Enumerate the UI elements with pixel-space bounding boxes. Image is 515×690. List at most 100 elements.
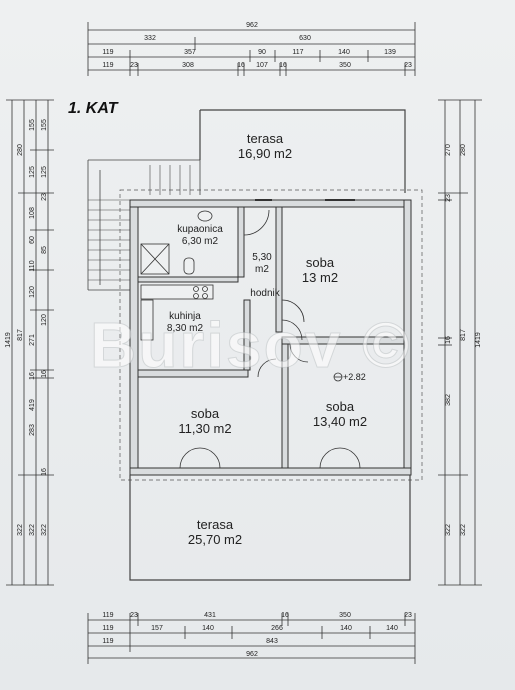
dim-left-inner-0: 155 [29, 119, 36, 131]
dim-bot-2-5: 140 [386, 625, 398, 632]
terrace-bottom-outline [129, 475, 411, 581]
left-dimension-lines [6, 99, 54, 586]
dim-top-4-2: 308 [182, 62, 194, 69]
left-dimension-labels: 1419 280 817 322 155 125 108 60 110 120 … [5, 119, 48, 536]
dim-bot-3-1: 843 [266, 638, 278, 645]
dim-top-4-1: 23 [130, 62, 138, 69]
room-terasa-top-area: 16,90 m2 [237, 145, 293, 161]
dim-bot-1-0: 119 [102, 612, 113, 619]
room-terasa-top-name: terasa [246, 131, 284, 146]
dim-left-inner-10: 322 [29, 524, 36, 536]
dim-left-inner-1: 125 [29, 166, 36, 178]
dim-right-inner-0: 270 [445, 144, 452, 156]
dim-top-4-0: 119 [102, 62, 113, 69]
dim-bot-1-1: 23 [130, 612, 138, 619]
dim-right-mid-0: 280 [460, 144, 467, 156]
room-soba-sw-area: 11,30 m2 [178, 420, 232, 436]
doors [179, 199, 361, 469]
dim-left-inner-8: 419 [29, 399, 36, 411]
dim-top-3-3: 117 [292, 49, 303, 56]
dimension-labels: 962 332 630 119 357 90 117 140 139 119 2… [102, 22, 412, 658]
fixtures [140, 210, 214, 341]
room-kupaonica-name: kupaonica [177, 224, 223, 235]
dim-top-4-4: 107 [256, 62, 268, 69]
dim-bot-2-2: 140 [202, 625, 214, 632]
dim-left-edge-2: 23 [41, 193, 48, 201]
dim-left-edge-6: 16 [41, 468, 48, 476]
right-dimension-lines [438, 99, 482, 586]
dim-right-outer: 1419 [475, 332, 482, 348]
dim-left-inner-9: 283 [29, 424, 36, 436]
right-dimension-labels: 1419 280 817 322 270 23 382 16 322 [445, 144, 482, 536]
room-hodnik-area-block: 5,30 m2 [246, 252, 278, 275]
room-hodnik-name: hodnik [250, 288, 280, 299]
dim-left-edge-7: 322 [41, 524, 48, 536]
room-terasa-top: terasa 16,90 m2 [225, 131, 305, 162]
dim-left-edge-4: 120 [41, 314, 48, 326]
dim-bot-1-2: 431 [204, 612, 216, 619]
room-soba-sw: soba 11,30 m2 [165, 406, 245, 437]
dim-left-inner-3: 60 [29, 236, 36, 244]
dim-left-edge-0: 155 [41, 119, 48, 131]
room-soba-se-area: 13,40 m2 [312, 413, 368, 429]
dim-left-outer: 1419 [5, 332, 12, 348]
dim-right-inner-3: 16 [445, 336, 452, 344]
dim-top-4-3: 16 [237, 62, 245, 69]
dim-left-mid-1: 817 [17, 329, 24, 341]
dim-bot-1-4: 350 [339, 612, 351, 619]
roof-outline [119, 189, 423, 481]
dim-left-edge-5: 16 [41, 370, 48, 378]
dim-top-2-0: 332 [144, 35, 156, 42]
room-kupaonica: kupaonica 6,30 m2 [165, 224, 235, 247]
dim-top-3-5: 139 [384, 49, 396, 56]
dim-bot-2-0: 119 [102, 625, 113, 632]
room-soba-ne-name: soba [305, 255, 335, 270]
dim-left-edge-3: 85 [41, 246, 48, 254]
room-kupaonica-area: 6,30 m2 [181, 235, 219, 247]
room-hodnik-area: 5,30 m2 [252, 252, 272, 275]
walls [129, 199, 412, 476]
dim-right-inner-2: 382 [445, 394, 452, 406]
dim-left-mid-0: 280 [17, 144, 24, 156]
dim-top-4-6: 350 [339, 62, 351, 69]
dim-right-inner-4: 322 [445, 524, 452, 536]
dim-bot-2-4: 140 [340, 625, 352, 632]
dim-left-inner-4: 110 [29, 260, 36, 271]
dim-right-mid-2: 322 [460, 524, 467, 536]
top-dimension-lines [87, 22, 416, 76]
dim-bot-3-0: 119 [102, 638, 113, 645]
room-kuhinja-area: 8,30 m2 [166, 322, 204, 334]
dim-bot-2-3: 266 [271, 625, 283, 632]
room-soba-ne-area: 13 m2 [301, 269, 339, 285]
room-soba-se-name: soba [325, 399, 355, 414]
dim-left-mid-2: 322 [17, 524, 24, 536]
dim-left-edge-1: 125 [41, 166, 48, 178]
room-hodnik-name-block: hodnik [250, 288, 280, 300]
dim-top-2-1: 630 [299, 35, 311, 42]
room-soba-se: soba 13,40 m2 [300, 399, 380, 430]
room-soba-sw-name: soba [190, 406, 220, 421]
dim-top-3-4: 140 [338, 49, 350, 56]
dim-top-4-5: 16 [279, 62, 287, 69]
dim-top-3-0: 119 [102, 49, 113, 56]
dim-bot-4-0: 962 [246, 651, 258, 658]
dim-bot-1-5: 23 [404, 612, 412, 619]
plan-title: 1. KAT [68, 100, 118, 117]
dim-right-inner-1: 23 [445, 194, 452, 202]
dim-bot-1-3: 16 [281, 612, 289, 619]
room-terasa-bottom: terasa 25,70 m2 [175, 517, 255, 548]
level-marker-icon [333, 372, 343, 382]
dim-top-3-1: 357 [184, 49, 196, 56]
dim-left-inner-2: 108 [29, 207, 36, 219]
bottom-dimension-lines [87, 613, 416, 664]
room-soba-ne: soba 13 m2 [290, 255, 350, 286]
room-terasa-bottom-area: 25,70 m2 [187, 531, 243, 547]
dim-bot-2-1: 157 [151, 625, 163, 632]
terrace-top-outline [199, 109, 406, 193]
level-marker-label: +2.82 [343, 372, 366, 382]
dim-left-inner-7: 16 [29, 372, 36, 380]
dim-top-3-2: 90 [258, 49, 266, 56]
dim-top-4-7: 23 [404, 62, 412, 69]
